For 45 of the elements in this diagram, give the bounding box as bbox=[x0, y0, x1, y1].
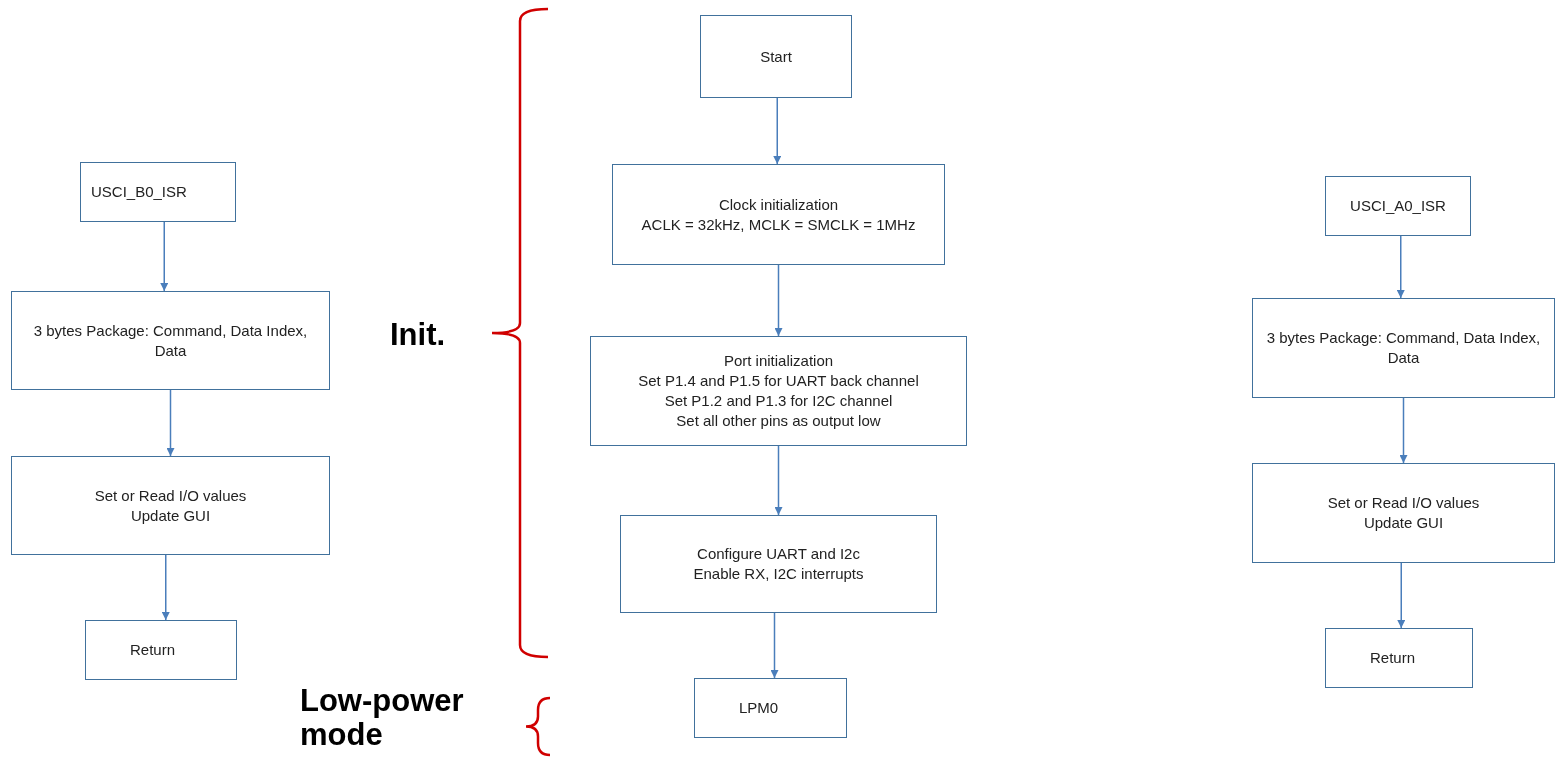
box-text: Set P1.2 and P1.3 for I2C channel bbox=[664, 391, 893, 411]
box-text: 3 bytes Package: Command, Data Index, Data bbox=[1265, 328, 1542, 368]
box-text: Set P1.4 and P1.5 for UART back channel bbox=[638, 371, 919, 391]
arrow bbox=[160, 221, 169, 292]
box-text: Return bbox=[130, 640, 176, 660]
box-text: USCI_A0_ISR bbox=[1350, 196, 1446, 216]
box-text: LPM0 bbox=[739, 698, 779, 718]
arrow bbox=[161, 554, 170, 621]
box-text: 3 bytes Package: Command, Data Index, Data bbox=[32, 320, 309, 361]
process-box bbox=[620, 515, 937, 613]
box-text: Clock initialization bbox=[718, 194, 839, 215]
process-box bbox=[11, 291, 330, 390]
arrow bbox=[1396, 235, 1405, 299]
process-box bbox=[1325, 628, 1473, 688]
box-text: Return bbox=[1370, 648, 1416, 668]
process-box bbox=[80, 162, 236, 222]
process-box bbox=[11, 456, 330, 555]
process-box bbox=[700, 15, 852, 98]
bracket-label: Low-power mode bbox=[300, 684, 465, 752]
process-box bbox=[1325, 176, 1471, 236]
process-box bbox=[590, 336, 967, 446]
box-text: Update GUI bbox=[1363, 513, 1444, 533]
arrow bbox=[773, 97, 782, 165]
box-text: Set or Read I/O values bbox=[94, 485, 247, 506]
box-text: Start bbox=[760, 46, 792, 67]
box-text: Configure UART and I2c bbox=[697, 544, 860, 564]
box-text: Port initialization bbox=[723, 351, 834, 371]
box-text: USCI_B0_ISR bbox=[91, 182, 187, 202]
arrow bbox=[774, 445, 783, 516]
process-box bbox=[1252, 463, 1555, 563]
bracket-label: Init. bbox=[390, 318, 447, 352]
box-text: Set all other pins as output low bbox=[676, 411, 881, 431]
box-text: Enable RX, I2C interrupts bbox=[693, 564, 864, 584]
process-box bbox=[612, 164, 945, 265]
process-box bbox=[1252, 298, 1555, 398]
box-text: Set or Read I/O values bbox=[1327, 493, 1480, 513]
arrow bbox=[1399, 397, 1408, 464]
arrow bbox=[1397, 562, 1406, 629]
arrow bbox=[770, 612, 779, 679]
arrow bbox=[166, 389, 175, 457]
box-text: Update GUI bbox=[130, 505, 211, 526]
box-text: ACLK = 32kHz, MCLK = SMCLK = 1MHz bbox=[641, 214, 916, 235]
process-box bbox=[85, 620, 237, 680]
arrow bbox=[774, 264, 783, 337]
process-box bbox=[694, 678, 847, 738]
